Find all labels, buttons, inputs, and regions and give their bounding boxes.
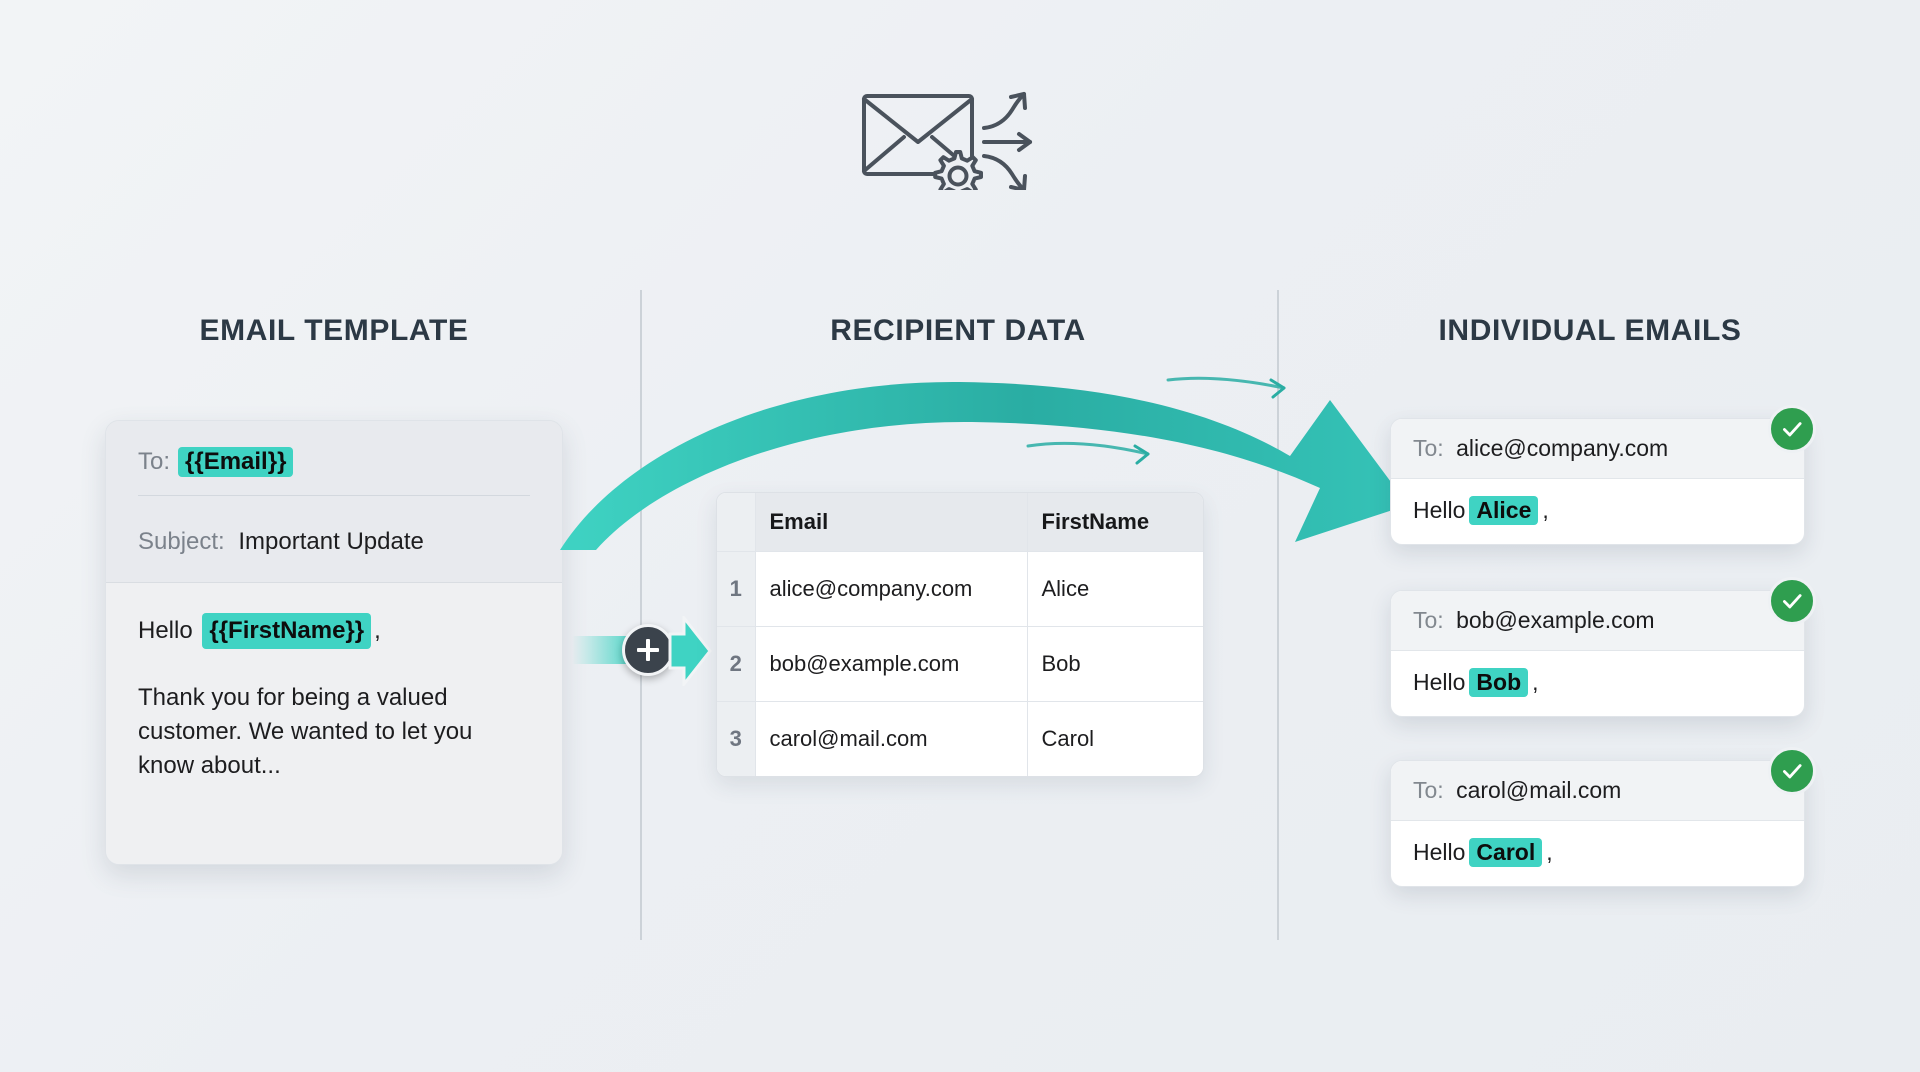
email-to-label: To:: [1413, 607, 1444, 633]
email-greeting-prefix: Hello: [1413, 669, 1466, 695]
flow-arrow-icon: [560, 360, 1410, 550]
template-subject-value: Important Update: [238, 528, 424, 555]
template-to-label: To:: [138, 448, 171, 475]
email-merged-name: Bob: [1469, 668, 1529, 697]
email-merge-icon: [860, 80, 1060, 200]
plus-icon[interactable]: [622, 624, 674, 676]
merge-node[interactable]: [572, 612, 712, 692]
table-header-rownum: [717, 493, 756, 552]
template-subject-row: Subject: Important Update: [106, 506, 562, 582]
accent-arrows-icon: [560, 360, 1410, 550]
column-title-template: EMAIL TEMPLATE: [199, 314, 469, 347]
email-to-address: carol@mail.com: [1456, 777, 1622, 803]
email-merged-name: Carol: [1469, 838, 1543, 867]
template-paragraph: Thank you for being a valued customer. W…: [138, 684, 473, 780]
template-body-divider: [106, 582, 562, 583]
template-email-token: {{Email}}: [178, 447, 294, 477]
divider-left: [640, 290, 642, 940]
table-header-firstname: FirstName: [1027, 493, 1203, 552]
email-greeting-suffix: ,: [1532, 669, 1539, 695]
table-row[interactable]: 1 alice@company.com Alice: [717, 551, 1203, 627]
cell-email[interactable]: bob@example.com: [755, 626, 1028, 702]
template-body: Hello {{FirstName}}, Thank you for being…: [106, 583, 562, 864]
cell-firstname[interactable]: Bob: [1027, 626, 1203, 702]
template-greeting: Hello {{FirstName}},: [138, 613, 530, 650]
table-row[interactable]: 3 carol@mail.com Carol: [717, 701, 1203, 776]
template-greeting-prefix: Hello: [138, 617, 193, 644]
cell-firstname[interactable]: Carol: [1027, 701, 1203, 776]
email-to-row: To: alice@company.com: [1391, 419, 1804, 479]
table-header-email: Email: [755, 493, 1028, 552]
email-body: Hello Bob,: [1391, 651, 1804, 716]
email-to-row: To: carol@mail.com: [1391, 761, 1804, 821]
email-body: Hello Carol,: [1391, 821, 1804, 886]
table-row[interactable]: 2 bob@example.com Bob: [717, 626, 1203, 702]
email-to-address: bob@example.com: [1456, 607, 1655, 633]
template-to-row: To: {{Email}}: [138, 447, 530, 477]
recipient-data-table[interactable]: Email FirstName 1 alice@company.com Alic…: [716, 492, 1204, 777]
email-greeting-prefix: Hello: [1413, 839, 1466, 865]
template-separator: [138, 495, 530, 496]
individual-email-card[interactable]: To: bob@example.com Hello Bob,: [1390, 590, 1805, 717]
check-circle-icon: [1768, 405, 1816, 453]
email-to-label: To:: [1413, 777, 1444, 803]
check-circle-icon: [1768, 577, 1816, 625]
cell-firstname[interactable]: Alice: [1027, 551, 1203, 627]
individual-email-card[interactable]: To: carol@mail.com Hello Carol,: [1390, 760, 1805, 887]
divider-right: [1277, 290, 1279, 940]
email-to-label: To:: [1413, 435, 1444, 461]
email-merged-name: Alice: [1469, 496, 1539, 525]
template-header: To: {{Email}}: [106, 421, 562, 506]
cell-email[interactable]: alice@company.com: [755, 551, 1028, 627]
cell-email[interactable]: carol@mail.com: [755, 701, 1028, 776]
column-title-recipient-data: RECIPIENT DATA: [830, 314, 1086, 347]
email-template-card[interactable]: To: {{Email}} Subject: Important Update …: [105, 420, 563, 865]
email-greeting-suffix: ,: [1546, 839, 1553, 865]
template-firstname-token: {{FirstName}}: [202, 613, 372, 650]
column-title-individual-emails: INDIVIDUAL EMAILS: [1438, 314, 1742, 347]
check-circle-icon: [1768, 747, 1816, 795]
email-to-row: To: bob@example.com: [1391, 591, 1804, 651]
table-header-row: Email FirstName: [717, 493, 1203, 552]
template-greeting-suffix: ,: [374, 617, 381, 644]
email-to-address: alice@company.com: [1456, 435, 1669, 461]
email-body: Hello Alice,: [1391, 479, 1804, 544]
merge-arrow-icon: [668, 613, 712, 689]
row-number: 3: [717, 701, 756, 776]
merge-inflow-bar: [572, 636, 630, 664]
email-greeting-prefix: Hello: [1413, 497, 1466, 523]
row-number: 2: [717, 626, 756, 702]
template-subject-label: Subject:: [138, 528, 225, 555]
individual-email-card[interactable]: To: alice@company.com Hello Alice,: [1390, 418, 1805, 545]
email-greeting-suffix: ,: [1542, 497, 1549, 523]
row-number: 1: [717, 551, 756, 627]
